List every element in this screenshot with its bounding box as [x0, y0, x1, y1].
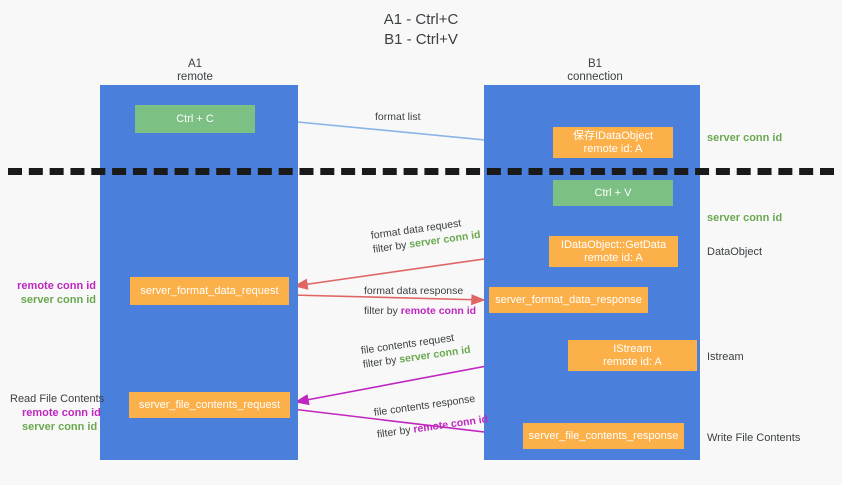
right-label-istream: Istream	[707, 351, 744, 363]
left-label-group-2: Read File Contents remote conn id server…	[10, 392, 200, 434]
arrow-file-contents-response	[291, 408, 520, 441]
left-label-2-remote: remote conn id	[22, 407, 101, 419]
node-server-file-contents-request[interactable]: server_file_contents_request	[129, 392, 290, 418]
edge-label-format-list: format list	[375, 110, 421, 124]
edge-fdresp-line2: filter by remote conn id	[364, 304, 476, 318]
right-label-server-conn-id-2: server conn id	[707, 212, 783, 224]
left-label-1-server: server conn id	[20, 294, 96, 306]
node-server-format-data-response[interactable]: server_format_data_response	[489, 287, 648, 313]
lane-a1-sub: remote	[177, 71, 213, 83]
node-ctrl-v[interactable]: Ctrl + V	[553, 180, 673, 206]
right-label-dataobject: DataObject	[707, 246, 763, 258]
node-server-file-contents-response[interactable]: server_file_contents_response	[523, 423, 684, 449]
edge-fdresp-line1: format data response	[364, 285, 464, 297]
node-save-idataobject-line1: 保存IDataObject	[572, 129, 654, 142]
node-ctrl-v-label: Ctrl + V	[594, 186, 632, 199]
left-label-2-server: server conn id	[22, 421, 98, 433]
lane-header-b1: B1 connection	[520, 58, 670, 84]
node-istream[interactable]: IStream remote id: A	[568, 340, 697, 371]
node-file-contents-response-label: server_file_contents_response	[528, 429, 679, 442]
node-istream-line1: IStream	[613, 342, 652, 355]
left-label-group-1: remote conn id server conn id	[10, 279, 96, 307]
edge-format-list-text: format list	[375, 111, 421, 123]
node-istream-line2: remote id: A	[603, 355, 662, 368]
node-format-data-request-label: server_format_data_request	[140, 284, 279, 297]
lane-b1-sub: connection	[567, 71, 623, 83]
right-label-write-file-contents: Write File Contents	[707, 432, 801, 444]
dashed-divider	[8, 168, 834, 175]
arrow-format-data-response	[290, 294, 486, 306]
right-label-server-conn-id-1: server conn id	[707, 132, 783, 144]
node-format-data-response-label: server_format_data_response	[495, 293, 642, 306]
node-ctrl-c-label: Ctrl + C	[176, 112, 214, 125]
lane-header-a1: A1 remote	[120, 58, 270, 84]
node-getdata-line2: remote id: A	[584, 251, 643, 264]
left-label-2-heading: Read File Contents	[10, 393, 105, 405]
node-getdata-line1: IDataObject::GetData	[560, 238, 667, 251]
node-ctrl-c[interactable]: Ctrl + C	[135, 105, 255, 133]
title-line-2: B1 - Ctrl+V	[384, 31, 458, 48]
edge-label-format-data-response: format data response filter by remote co…	[364, 284, 476, 318]
lane-a1-name: A1	[187, 58, 203, 70]
edge-fdresp-prefix: filter by	[364, 305, 401, 317]
edge-fdresp-key: remote conn id	[400, 305, 477, 317]
left-label-1-remote: remote conn id	[17, 280, 96, 292]
diagram-title: A1 - Ctrl+C B1 - Ctrl+V	[0, 10, 842, 50]
node-save-idataobject[interactable]: 保存IDataObject remote id: A	[553, 127, 673, 158]
node-file-contents-request-label: server_file_contents_request	[138, 398, 281, 411]
node-idataobject-getdata[interactable]: IDataObject::GetData remote id: A	[549, 236, 678, 267]
title-line-1: A1 - Ctrl+C	[383, 11, 459, 28]
node-save-idataobject-line2: remote id: A	[583, 142, 643, 155]
lane-b1-name: B1	[587, 58, 603, 70]
node-server-format-data-request[interactable]: server_format_data_request	[130, 277, 289, 305]
